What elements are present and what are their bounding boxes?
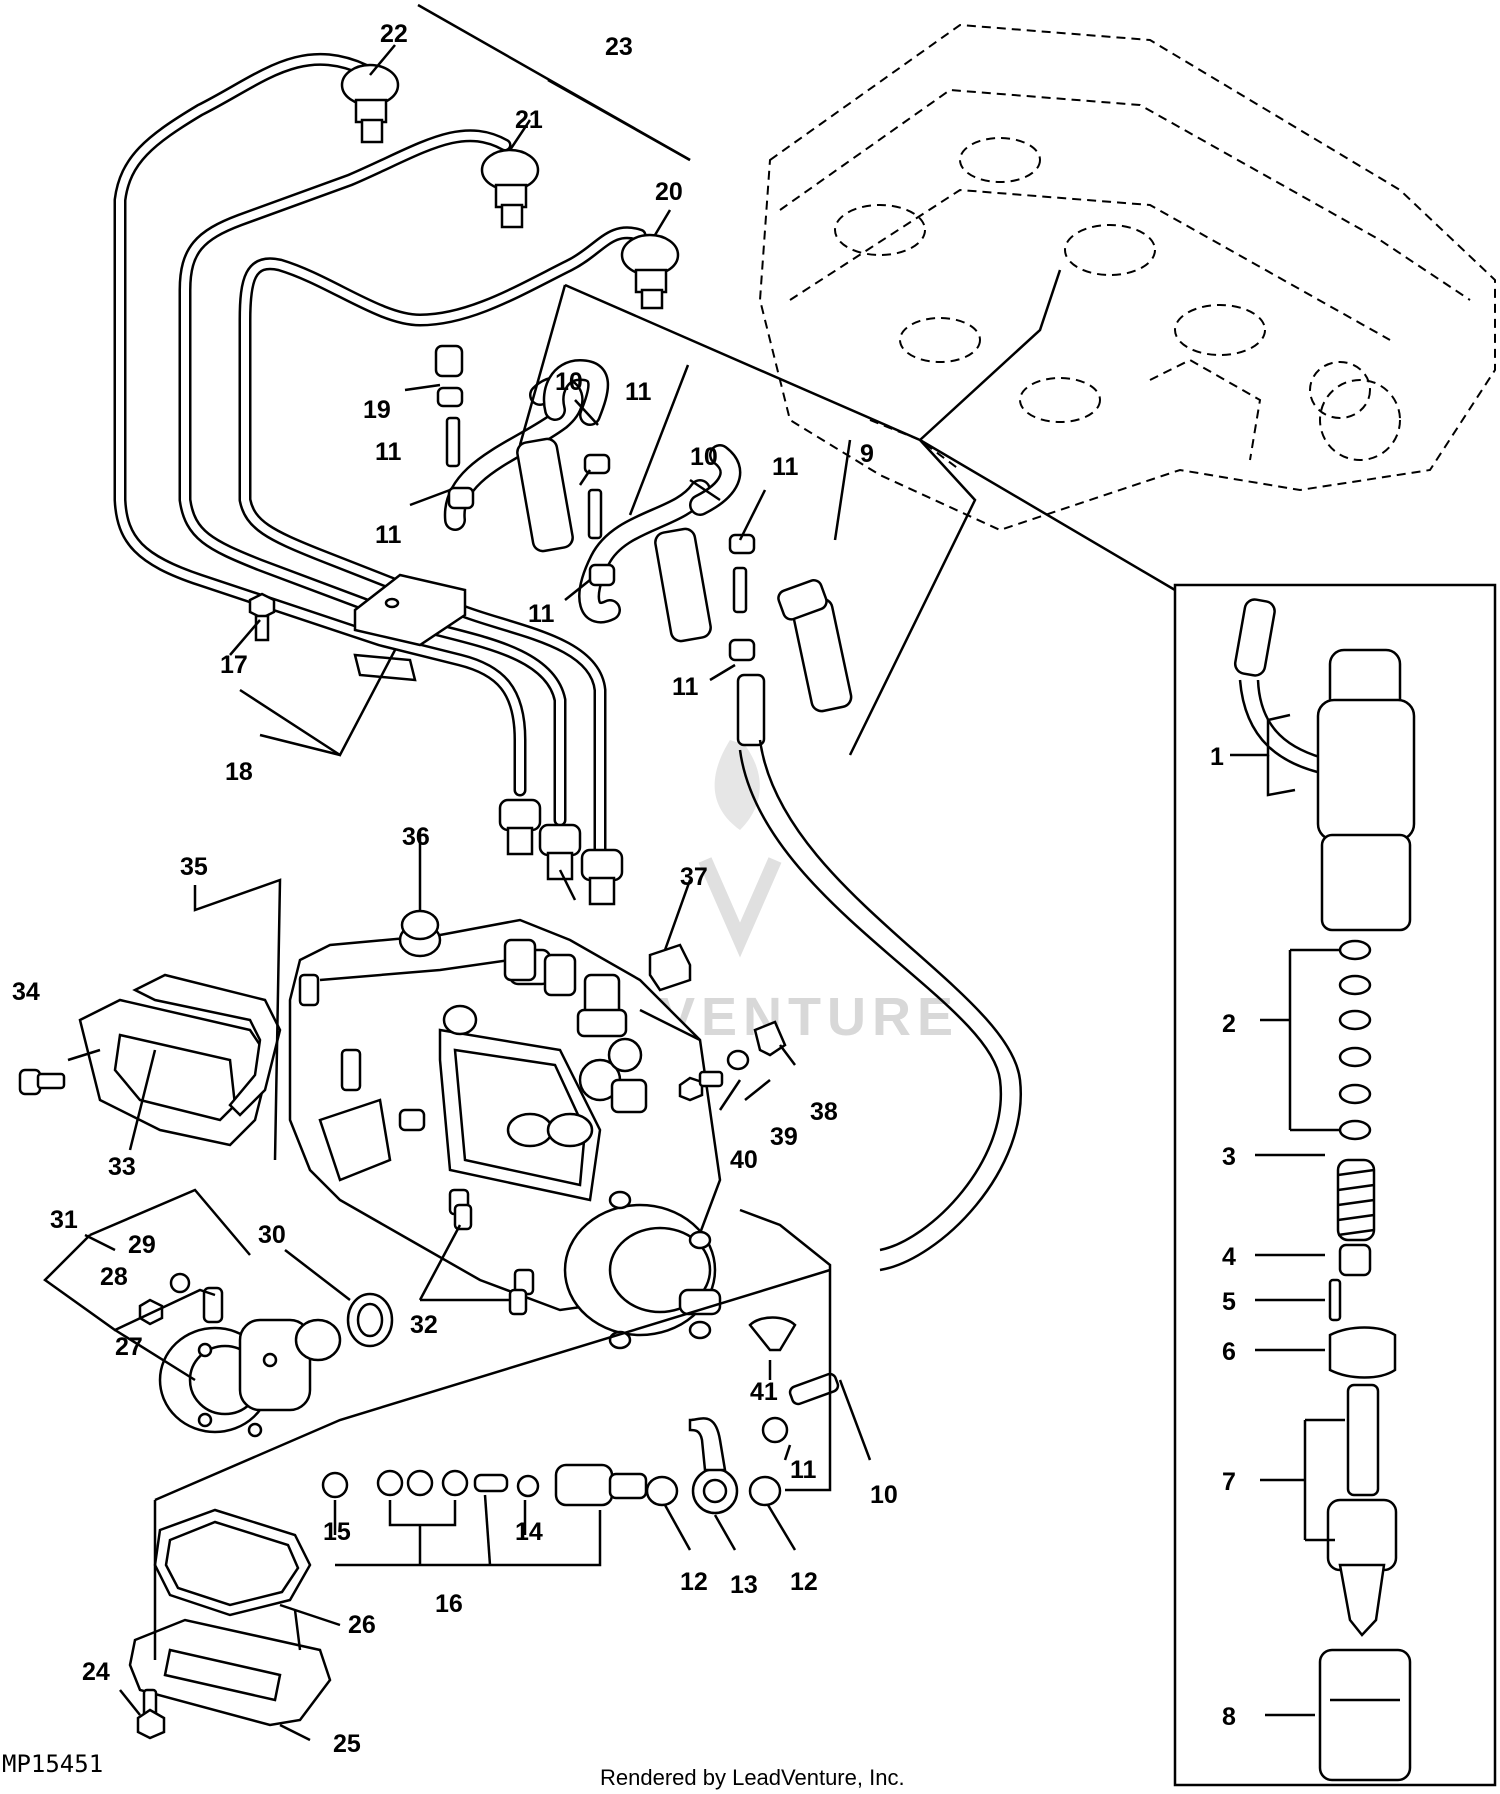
screw-24	[136, 1688, 166, 1740]
callout-10-lower: 10	[870, 1481, 898, 1509]
cover-plate-25	[128, 1618, 332, 1727]
callout-19: 19	[363, 396, 391, 424]
transfer-pump-27	[158, 1286, 342, 1438]
washer-29	[169, 1272, 191, 1294]
cover-plate-33	[78, 998, 272, 1147]
callout-11-f: 11	[672, 673, 699, 701]
callout-28: 28	[100, 1263, 128, 1291]
overflow-valve-parts	[321, 1416, 789, 1515]
injection-lines	[113, 53, 647, 857]
callout-21: 21	[515, 106, 543, 134]
callout-30: 30	[258, 1221, 286, 1249]
valve-41	[748, 1316, 797, 1352]
injector-detail-box	[1173, 583, 1497, 1787]
callout-26: 26	[348, 1611, 376, 1639]
screw-34	[18, 1068, 66, 1096]
callout-15: 15	[323, 1518, 351, 1546]
callout-34: 34	[12, 978, 40, 1006]
o-ring-30	[346, 1292, 394, 1348]
callout-5: 5	[1222, 1288, 1236, 1316]
pump-plug-36	[400, 909, 440, 941]
bolt-40	[678, 1070, 724, 1102]
figure-id: MP15451	[2, 1750, 103, 1778]
callout-36: 36	[402, 823, 430, 851]
callout-11-e: 11	[772, 453, 799, 481]
leak-off-hoses	[443, 359, 742, 624]
callout-31: 31	[50, 1206, 78, 1234]
callout-4: 4	[1222, 1243, 1236, 1271]
callout-1: 1	[1210, 743, 1224, 771]
delivery-valve-holders	[503, 938, 628, 1038]
callout-24: 24	[82, 1658, 110, 1686]
callout-6: 6	[1222, 1338, 1236, 1366]
nozzle-nut-8	[1318, 1648, 1412, 1782]
callout-11-c: 11	[625, 378, 652, 406]
callout-12-right: 12	[790, 1568, 818, 1596]
callout-9: 9	[860, 440, 874, 468]
nozzle-7	[1326, 1383, 1398, 1637]
hose-fittings	[434, 344, 766, 747]
callout-numbers: 1 2 3 4 5 6 7 8 9 10 10 10 11 11 11 11 1…	[12, 20, 1236, 1758]
callout-16: 16	[435, 1590, 463, 1618]
callout-2: 2	[1222, 1010, 1236, 1038]
callout-7: 7	[1222, 1468, 1236, 1496]
callout-3: 3	[1222, 1143, 1236, 1171]
pin-5	[1328, 1278, 1342, 1322]
callout-22: 22	[380, 20, 408, 48]
footer-credit: Rendered by LeadVenture, Inc.	[600, 1765, 905, 1790]
callout-33: 33	[108, 1153, 136, 1181]
electrical-connector-37	[648, 943, 692, 992]
studs-32	[453, 1203, 528, 1316]
line-clamp	[353, 573, 467, 682]
callout-11-a: 11	[375, 438, 402, 466]
injector-line-fitting-20	[620, 233, 680, 310]
callout-10-upper-right: 10	[690, 443, 718, 471]
installed-injectors	[516, 437, 853, 713]
leader-lines	[43, 3, 1345, 1742]
callout-29: 29	[128, 1231, 156, 1259]
callout-37: 37	[680, 863, 708, 891]
callout-27: 27	[115, 1333, 143, 1361]
callout-40: 40	[730, 1146, 758, 1174]
callout-23: 23	[605, 33, 633, 61]
injector-line-fitting-21	[480, 148, 540, 229]
callout-10-upper-left: 10	[555, 368, 583, 396]
intermediate-plate-6	[1328, 1326, 1397, 1379]
callout-13: 13	[730, 1571, 758, 1599]
return-hose	[738, 739, 1023, 1406]
gasket-35	[132, 973, 282, 1117]
callout-25: 25	[333, 1730, 361, 1758]
callout-32: 32	[410, 1311, 438, 1339]
shims-2	[1338, 939, 1372, 1141]
gasket-26	[153, 1508, 312, 1617]
washer-39	[726, 1049, 750, 1071]
callout-39: 39	[770, 1123, 798, 1151]
callout-18: 18	[225, 758, 253, 786]
callout-20: 20	[655, 178, 683, 206]
spring-3	[1336, 1158, 1376, 1242]
callout-17: 17	[220, 651, 248, 679]
callout-11-b: 11	[375, 521, 402, 549]
callout-11-d: 11	[528, 600, 555, 628]
callout-41: 41	[750, 1378, 778, 1406]
clamp-screw	[248, 592, 276, 642]
bracket-38	[753, 1020, 787, 1057]
callout-35: 35	[180, 853, 208, 881]
callout-38: 38	[810, 1098, 838, 1126]
callout-14: 14	[515, 1518, 543, 1546]
callout-8: 8	[1222, 1703, 1236, 1731]
pump-end-fittings	[498, 798, 624, 906]
callout-12-left: 12	[680, 1568, 708, 1596]
injector-line-fitting-22	[340, 63, 400, 144]
spring-seat-4	[1338, 1243, 1372, 1277]
callout-11-g: 11	[790, 1456, 817, 1484]
